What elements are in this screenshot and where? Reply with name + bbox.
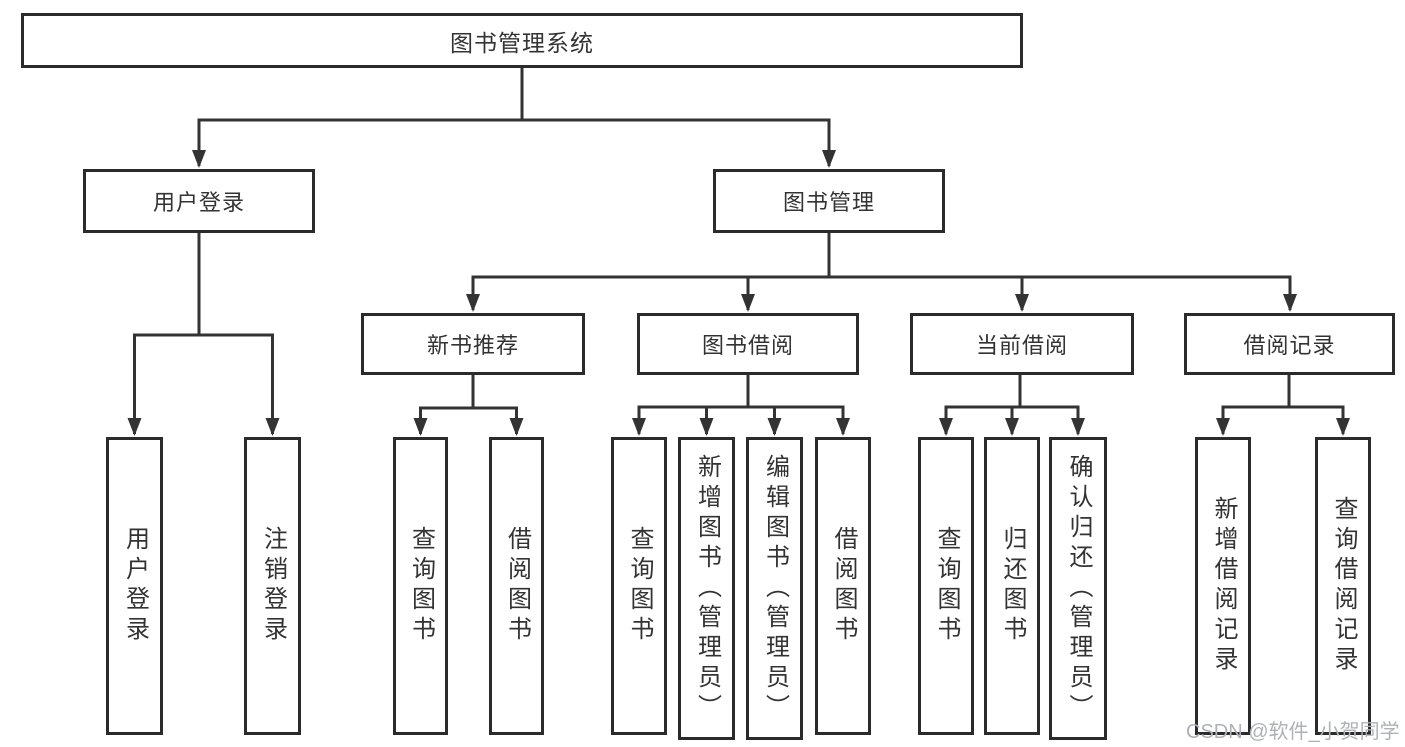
leaf-return-books-label: 归还图书 xyxy=(999,526,1026,646)
node-root: 图书管理系统 xyxy=(21,13,1023,68)
leaf-query-books: 查询图书 xyxy=(918,437,974,735)
leaf-add-borrow-record-label: 新增借阅记录 xyxy=(1210,496,1237,676)
watermark: CSDN @软件_小贺同学 xyxy=(1186,721,1400,743)
leaf-confirm-return-admin-label: 确认归还（管理员） xyxy=(1065,453,1092,724)
leaf-user-login: 用户登录 xyxy=(106,437,163,735)
leaf-query-books: 查询图书 xyxy=(393,437,448,735)
node-current-borrowing: 当前借阅 xyxy=(910,313,1134,375)
leaf-logout: 注销登录 xyxy=(244,437,301,735)
leaf-query-books-label: 查询图书 xyxy=(626,526,653,646)
node-root-label: 图书管理系统 xyxy=(450,29,594,56)
leaf-logout-label: 注销登录 xyxy=(259,526,287,646)
leaf-query-books-label: 查询图书 xyxy=(933,526,960,646)
node-book-borrowing: 图书借阅 xyxy=(637,313,859,375)
node-borrowing-records: 借阅记录 xyxy=(1184,313,1395,375)
leaf-edit-books-admin: 编辑图书（管理员） xyxy=(746,437,803,740)
leaf-add-books-admin: 新增图书（管理员） xyxy=(678,437,735,740)
leaf-query-borrow-record: 查询借阅记录 xyxy=(1315,437,1371,735)
node-book-borrowing-label: 图书借阅 xyxy=(701,333,794,358)
leaf-return-books: 归还图书 xyxy=(984,437,1040,735)
leaf-add-borrow-record: 新增借阅记录 xyxy=(1195,437,1251,735)
node-new-book-recommendation: 新书推荐 xyxy=(361,313,585,375)
leaf-borrow-books-label: 借阅图书 xyxy=(830,526,857,646)
leaf-edit-books-admin-label: 编辑图书（管理员） xyxy=(761,453,789,724)
node-current-borrowing-label: 当前借阅 xyxy=(975,333,1068,358)
node-new-book-recommendation-label: 新书推荐 xyxy=(426,333,519,358)
node-book-management-label: 图书管理 xyxy=(782,190,875,215)
node-user-login-label: 用户登录 xyxy=(152,190,245,215)
leaf-add-books-admin-label: 新增图书（管理员） xyxy=(693,453,721,724)
leaf-query-books-label: 查询图书 xyxy=(407,526,435,646)
node-borrowing-records-label: 借阅记录 xyxy=(1243,333,1336,358)
leaf-confirm-return-admin: 确认归还（管理员） xyxy=(1049,437,1107,740)
leaf-query-books: 查询图书 xyxy=(611,437,667,735)
leaf-borrow-books: 借阅图书 xyxy=(489,437,544,735)
leaf-user-login-label: 用户登录 xyxy=(121,526,149,646)
leaf-borrow-books-label: 借阅图书 xyxy=(503,526,531,646)
leaf-borrow-books: 借阅图书 xyxy=(815,437,871,735)
leaf-query-borrow-record-label: 查询借阅记录 xyxy=(1330,496,1357,676)
node-user-login: 用户登录 xyxy=(83,169,315,233)
node-book-management: 图书管理 xyxy=(713,169,945,233)
